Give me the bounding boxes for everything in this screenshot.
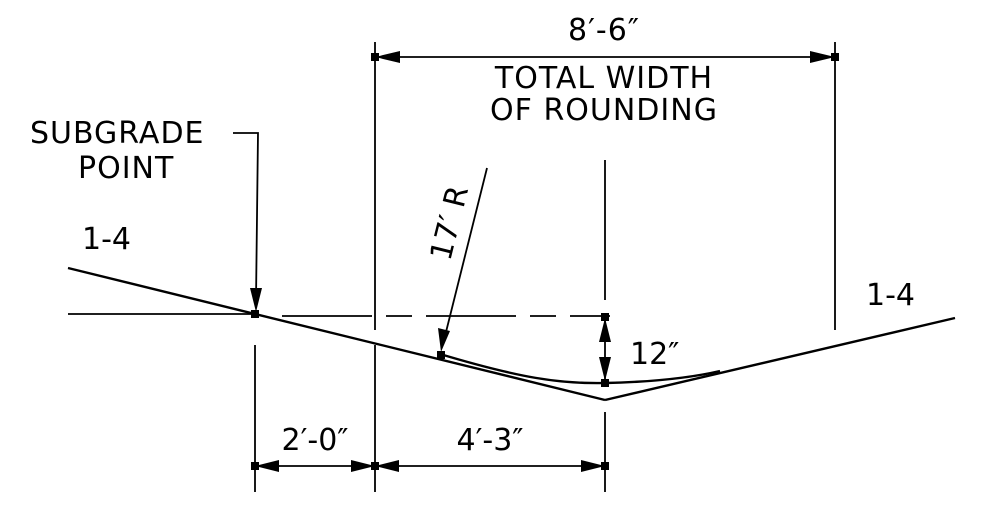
- bottom-dimensions: 2′-0″ 4′-3″: [251, 423, 609, 472]
- radius-point-marker: [437, 351, 445, 359]
- subgrade-leader: [233, 132, 259, 301]
- arrow-right: [351, 460, 375, 472]
- subgrade-leader-arrow: [250, 288, 262, 312]
- ground-profile: [67, 266, 956, 402]
- depth-arrow-down: [599, 357, 611, 381]
- arrow-right: [581, 460, 605, 472]
- subgrade-point-marker: [251, 310, 259, 318]
- left-offset-dim-label: 2′-0″: [281, 423, 348, 458]
- subgrade-label-line1: SUBGRADE: [30, 116, 205, 151]
- radius-callout: 17′ R: [424, 167, 488, 359]
- extension-lines: [254, 42, 836, 492]
- total-width-label-line1: TOTAL WIDTH: [494, 61, 713, 96]
- tick-mark: [251, 462, 259, 470]
- tick-mark: [371, 53, 379, 61]
- radius-label: 17′ R: [424, 182, 476, 264]
- arrow-left: [375, 51, 400, 63]
- arrow-right: [810, 51, 835, 63]
- arrow-left: [375, 460, 399, 472]
- half-width-dim-label: 4′-3″: [456, 423, 523, 458]
- total-width-dimension: 8′-6″ TOTAL WIDTH OF ROUNDING: [371, 13, 839, 128]
- subgrade-point-callout: SUBGRADE POINT: [30, 116, 262, 318]
- right-slope-label: 1-4: [866, 278, 915, 313]
- tick-mark: [831, 53, 839, 61]
- subgrade-label-line2: POINT: [78, 151, 174, 186]
- radius-leader-arrow: [438, 328, 450, 352]
- depth-dim-label: 12″: [630, 337, 679, 372]
- total-width-label-line2: OF ROUNDING: [490, 93, 718, 128]
- total-width-dim-label: 8′-6″: [568, 13, 640, 48]
- tick-mark: [601, 379, 609, 387]
- left-slope-line: [67, 266, 606, 402]
- radius-leader: [443, 167, 488, 341]
- tick-mark: [601, 313, 609, 321]
- left-slope-label: 1-4: [82, 222, 131, 257]
- arrow-left: [255, 460, 279, 472]
- tick-mark: [601, 462, 609, 470]
- depth-arrow-up: [599, 318, 611, 342]
- right-slope-line: [604, 316, 956, 402]
- depth-dimension: 12″: [599, 313, 679, 387]
